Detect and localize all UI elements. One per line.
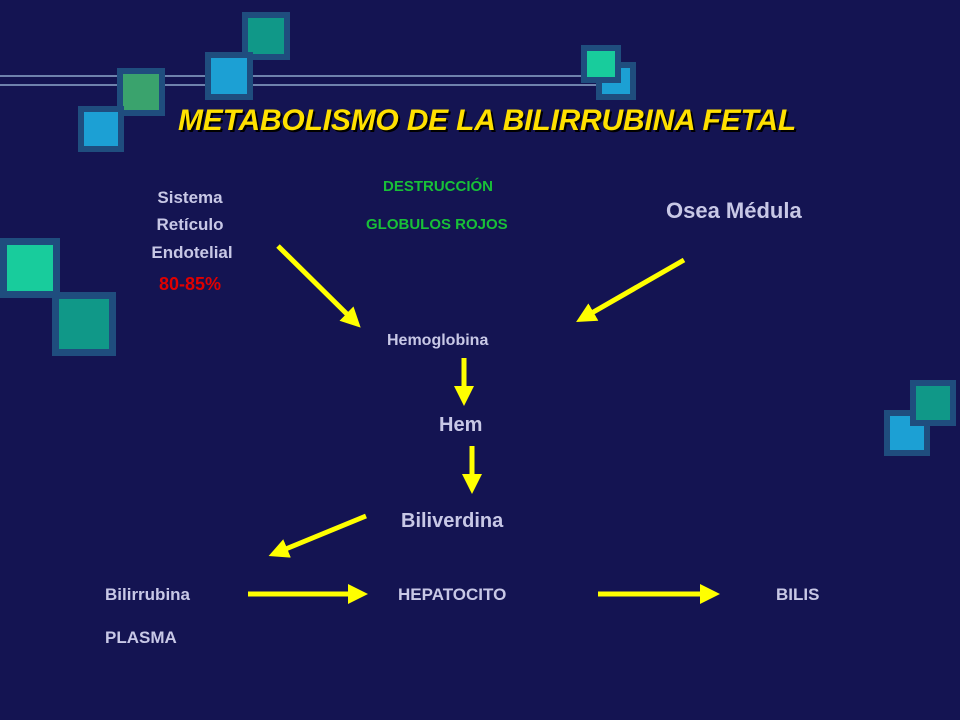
decorative-square — [242, 12, 290, 60]
hepatocito-label: HEPATOCITO — [398, 585, 507, 604]
slide-title: METABOLISMO DE LA BILIRRUBINA FETAL — [178, 104, 796, 137]
percentage-label: 80-85% — [158, 274, 222, 294]
decorative-line-top — [0, 75, 612, 77]
hemoglobina-label: Hemoglobina — [387, 332, 489, 349]
endotelial-label: Endotelial — [151, 243, 233, 262]
plasma-label: PLASMA — [105, 628, 177, 647]
bilis-label: BILIS — [776, 585, 820, 604]
biliverdina-label: Biliverdina — [401, 510, 504, 532]
arrow-biliverdina-to-bilirrubina — [268, 513, 367, 558]
decorative-square — [581, 45, 621, 83]
bilirrubina-label: Bilirrubina — [105, 585, 191, 604]
arrow-medula-to-hemoglobina — [576, 257, 686, 322]
sistema-label: Sistema — [157, 188, 223, 207]
decorative-square — [910, 380, 956, 426]
arrow-sistema-to-hemoglobina — [276, 244, 361, 328]
decorative-square — [52, 292, 116, 356]
decorative-square — [78, 106, 124, 152]
decorative-square — [117, 68, 165, 116]
hem-label: Hem — [439, 414, 483, 436]
osea-medula-label: Osea Médula — [666, 198, 802, 223]
decorative-square — [0, 238, 60, 298]
decorative-line-bottom — [0, 84, 612, 86]
destruction-label: DESTRUCCIÓN — [383, 178, 494, 195]
decorative-square — [205, 52, 253, 100]
reticulo-label: Retículo — [156, 215, 224, 234]
red-blood-cells-label: GLOBULOS ROJOS — [366, 216, 508, 233]
